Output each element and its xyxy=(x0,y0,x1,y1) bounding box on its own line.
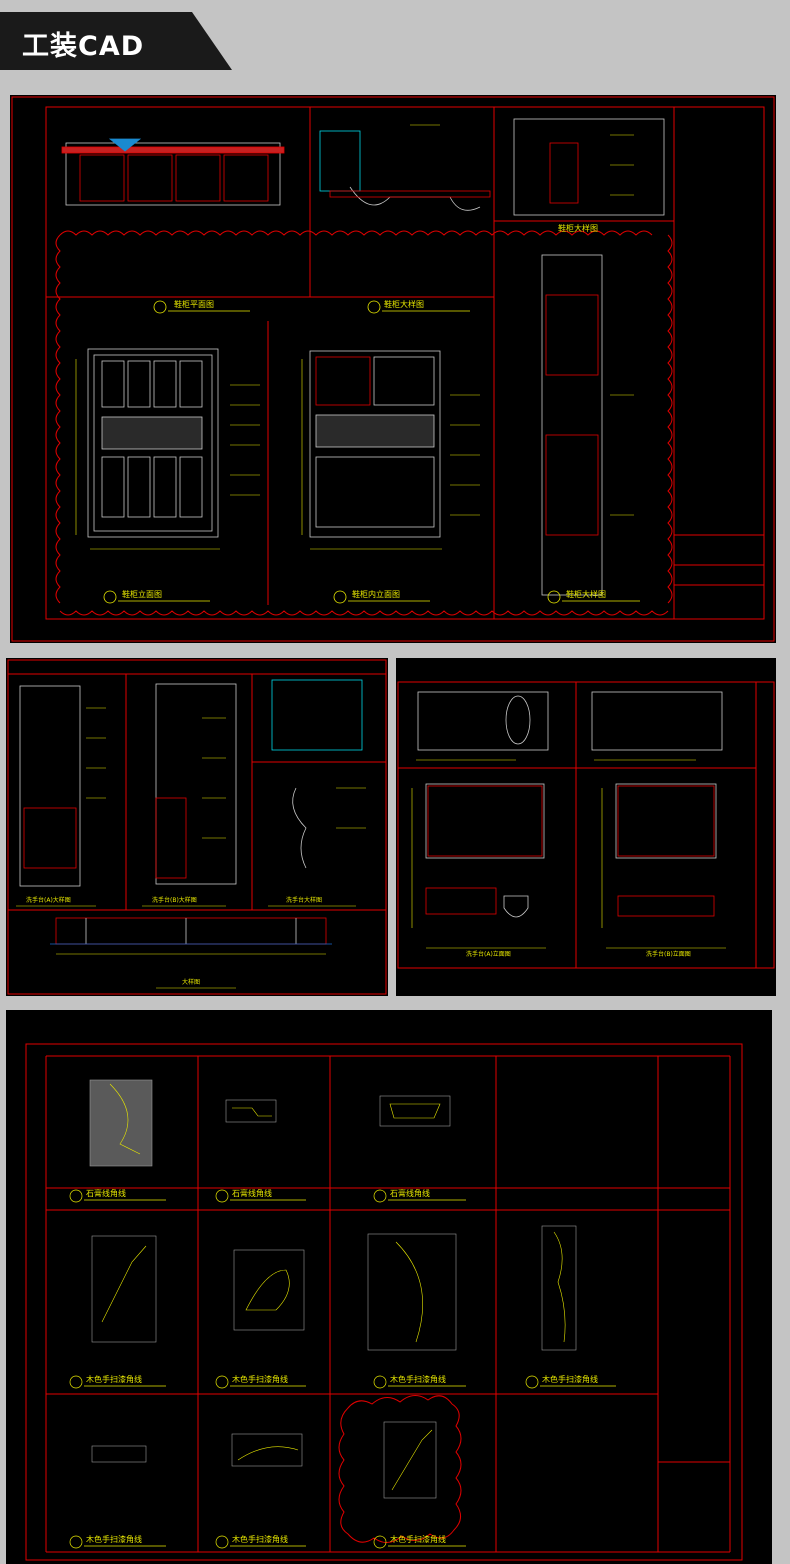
moulding-title-02: 石膏线角线 xyxy=(232,1188,272,1198)
title-shoe-cabinet-detail-3: 鞋柜大样图 xyxy=(566,589,606,599)
title-shoe-cabinet-elevation: 鞋柜立面图 xyxy=(122,589,162,599)
moulding-title-10: 木色手扫漆角线 xyxy=(390,1534,446,1544)
page-title: 工装CAD xyxy=(22,31,145,62)
cad-sheet-washbasin-elevation: 洗手台(A)立面图 洗手台(B)立面图 xyxy=(396,658,776,996)
header-tab xyxy=(0,12,232,70)
moulding-title-05: 木色手扫漆角线 xyxy=(232,1374,288,1384)
header-banner: 工装CAD xyxy=(0,0,790,70)
moulding-title-01: 石膏线角线 xyxy=(86,1188,126,1198)
moulding-title-03: 石膏线角线 xyxy=(390,1188,430,1198)
title-shoe-cabinet-detail-1: 鞋柜大样图 xyxy=(384,299,424,309)
title-washbasin-a-elevation: 洗手台(A)立面图 xyxy=(466,950,511,958)
moulding-title-04: 木色手扫漆角线 xyxy=(86,1374,142,1384)
title-detail: 大样图 xyxy=(182,978,200,986)
title-shoe-cabinet-detail-2: 鞋柜大样图 xyxy=(558,223,598,233)
title-washbasin-b-detail: 洗手台(B)大样图 xyxy=(152,896,197,904)
title-washbasin-detail: 洗手台大样图 xyxy=(286,896,322,904)
cad-sheet-shoe-cabinet: 鞋柜平面图 鞋柜大样图 鞋柜大样图 鞋柜立面图 鞋柜内立面图 鞋柜大样图 xyxy=(10,95,776,643)
title-shoe-cabinet-inner-elevation: 鞋柜内立面图 xyxy=(352,589,400,599)
moulding-title-06: 木色手扫漆角线 xyxy=(390,1374,446,1384)
cad-sheet-washbasin-detail: 洗手台(A)大样图 洗手台(B)大样图 洗手台大样图 大样图 xyxy=(6,658,388,996)
moulding-title-08: 木色手扫漆角线 xyxy=(86,1534,142,1544)
title-shoe-cabinet-plan: 鞋柜平面图 xyxy=(174,299,214,309)
title-washbasin-b-elevation: 洗手台(B)立面图 xyxy=(646,950,691,958)
moulding-title-09: 木色手扫漆角线 xyxy=(232,1534,288,1544)
title-washbasin-a-detail: 洗手台(A)大样图 xyxy=(26,896,71,904)
moulding-title-07: 木色手扫漆角线 xyxy=(542,1374,598,1384)
cad-sheet-moulding-details: 石膏线角线 石膏线角线 石膏线角线 木色手扫漆角线 木色手扫漆角线 木色手扫漆角… xyxy=(6,1010,772,1564)
